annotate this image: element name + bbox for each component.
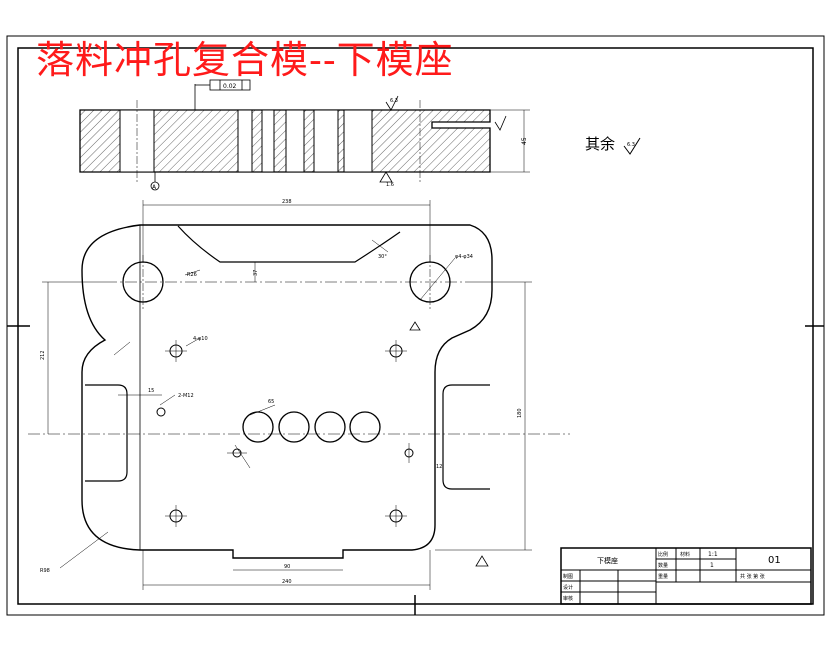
title-block-code: 01 — [768, 555, 781, 566]
roughness-note-value: 6.3 — [627, 142, 635, 148]
title-block-scale-label: 比例 — [658, 551, 668, 558]
title-block-weight-label: 重量 — [658, 573, 668, 580]
section-view — [79, 79, 530, 191]
title-block-part-name: 下模座 — [597, 556, 618, 565]
bore-label: φ4-φ34 — [455, 254, 473, 260]
dim-bottom-90: 90 — [284, 564, 290, 570]
dim-15: 15 — [148, 388, 154, 394]
title-block-checked: 审核 — [563, 595, 573, 602]
dim-65: 65 — [268, 399, 274, 405]
rest-roughness-note: 其余 — [585, 135, 616, 153]
dim-12: 12 — [436, 464, 442, 470]
radius-big: R98 — [40, 568, 50, 574]
dim-right-height: 180 — [517, 408, 523, 418]
roughness-top: 6.3 — [390, 98, 398, 104]
dim-side-height: 45 — [521, 137, 528, 145]
dim-left-height: 212 — [40, 350, 46, 360]
tolerance-value: 0.02 — [223, 83, 237, 90]
dim-37: 37 — [253, 270, 259, 276]
roughness-bottom: 1.6 — [386, 182, 394, 188]
title-block-qty-label: 数量 — [658, 562, 668, 569]
title-block-qty: 1 — [710, 562, 714, 569]
hole-label: 4-φ10 — [193, 336, 208, 342]
datum-label: A — [152, 184, 157, 191]
title-block-drawn: 制图 — [563, 573, 573, 580]
title-block-scale: 1:1 — [708, 551, 718, 558]
radius-r26: R26 — [187, 272, 197, 278]
dim-bottom-width: 240 — [282, 579, 292, 585]
title-block-material-label: 材料 — [680, 551, 690, 558]
plan-view — [28, 200, 570, 590]
thread-label: 2-M12 — [178, 393, 194, 399]
dim-top-width: 238 — [282, 199, 292, 205]
title-block-designed: 设计 — [563, 584, 573, 591]
roughness-symbol — [623, 137, 641, 155]
drawing-title: 落料冲孔复合模--下模座 — [36, 38, 454, 82]
title-block — [560, 547, 812, 605]
angle-label: 30° — [378, 254, 387, 260]
title-block-sheet: 共 张 第 张 — [740, 573, 765, 580]
